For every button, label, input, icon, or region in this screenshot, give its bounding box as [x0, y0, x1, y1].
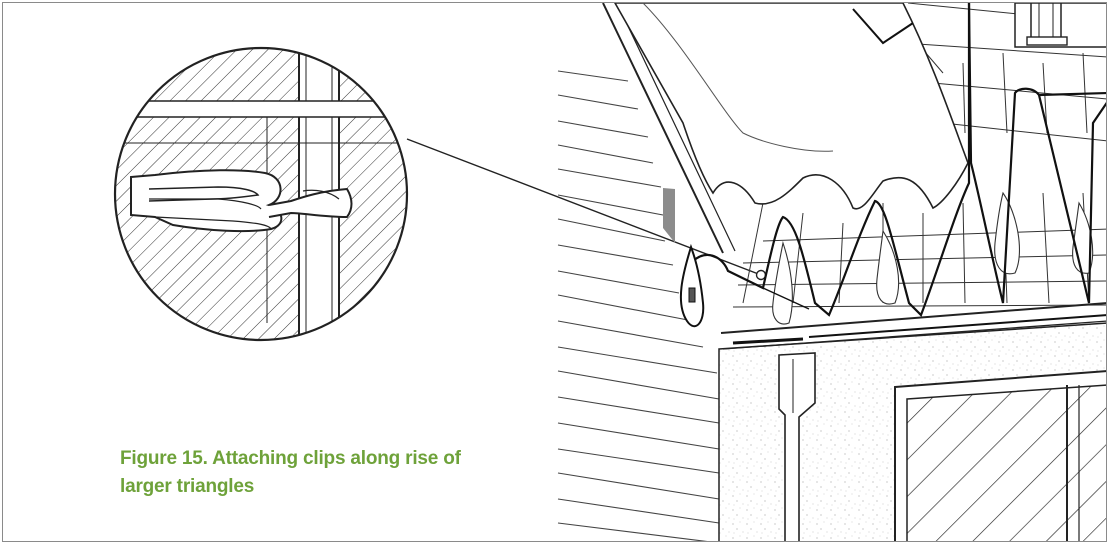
roof-deicing-illustration: [113, 3, 1106, 541]
magnified-detail: [113, 46, 767, 342]
dormer-window: [1014, 3, 1106, 48]
house-illustration: [557, 3, 1106, 541]
figure-caption: Figure 15. Attaching clips along rise of…: [120, 448, 461, 497]
garage-door: [894, 370, 1106, 541]
